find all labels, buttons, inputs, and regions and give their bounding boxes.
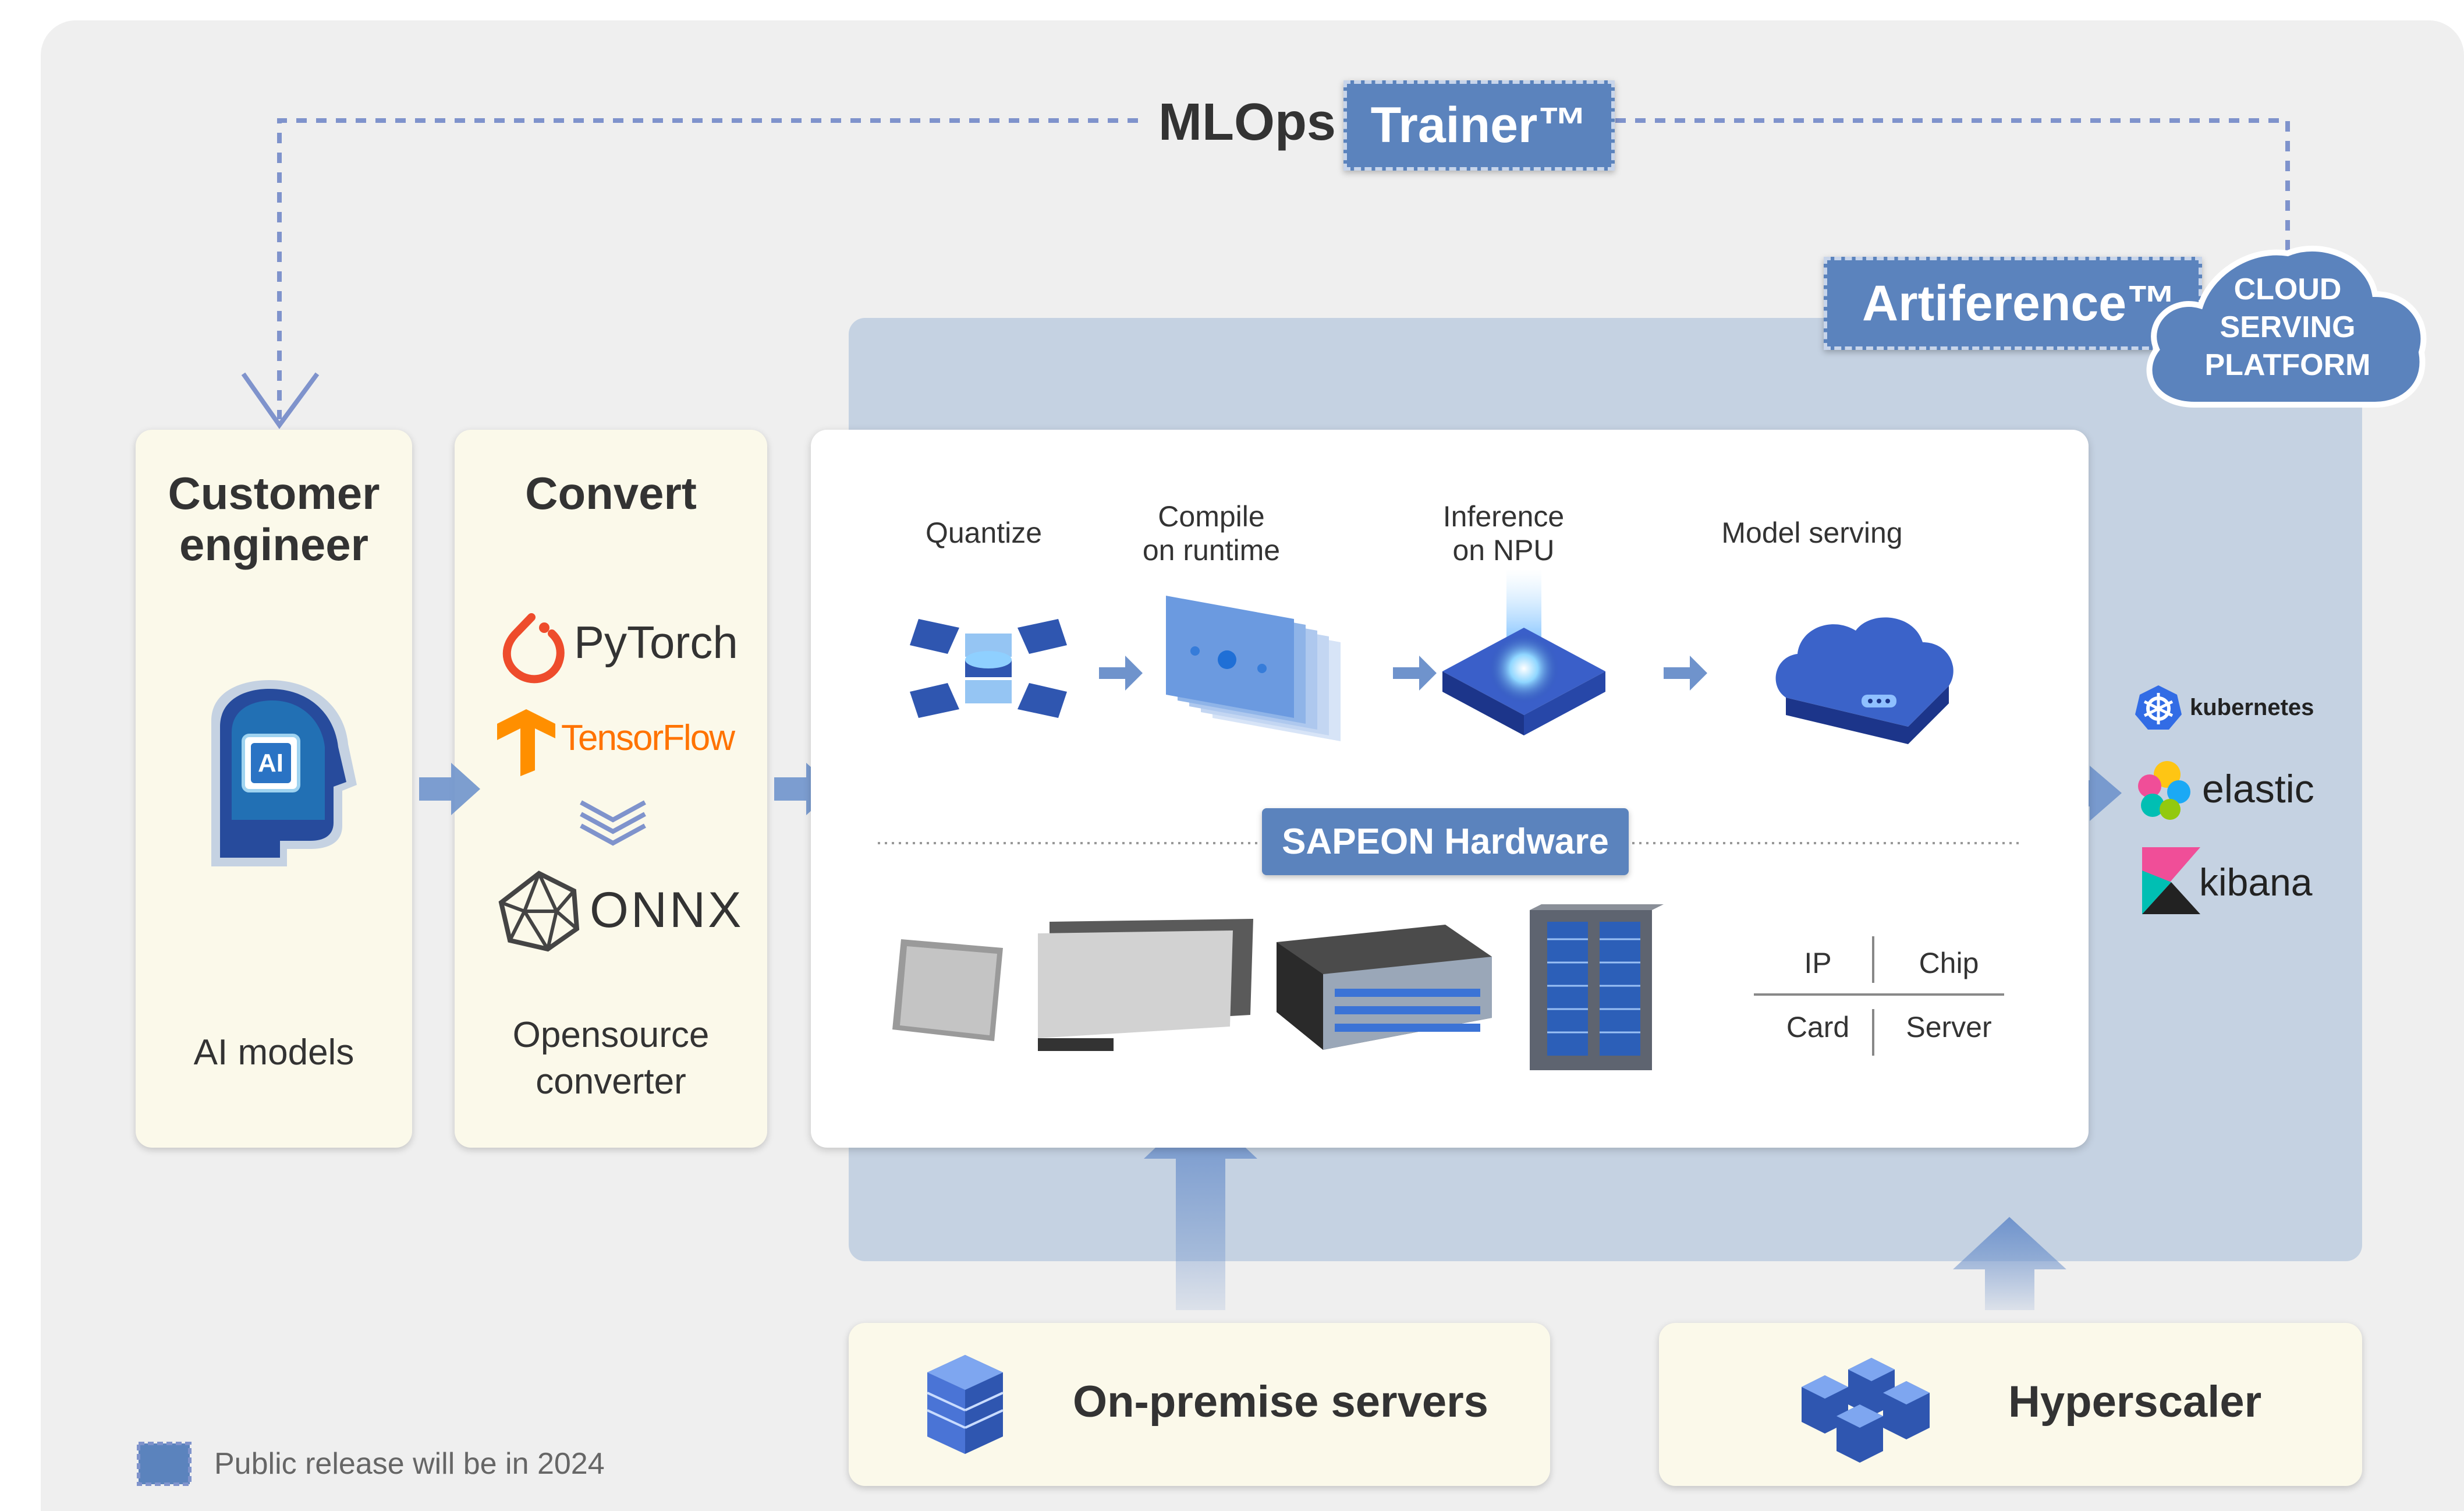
arrow-step-1: [1099, 656, 1143, 691]
hardware-server: Server: [1906, 1011, 1992, 1043]
kubernetes-icon: [2135, 685, 2182, 730]
hyperscaler-box: Hyperscaler: [1659, 1323, 2362, 1486]
hardware-separator: [878, 842, 2019, 844]
sapeon-hardware-label: SAPEON Hardware: [1262, 808, 1629, 875]
cloud-line-1: CLOUD: [2233, 273, 2342, 306]
step-inference-label: Inference on NPU: [1416, 500, 1591, 567]
tensorflow-label: TensorFlow: [561, 718, 735, 758]
onpremise-box: On-premise servers: [849, 1323, 1550, 1486]
step-compile-line2: on runtime: [1142, 534, 1281, 567]
chip-image: [892, 939, 1003, 1041]
cloud-line-2: SERVING: [2220, 310, 2356, 344]
step-serving-label: Model serving: [1721, 516, 1903, 549]
hardware-grid-lines: [1754, 936, 2004, 1056]
elastic-icon: [2138, 761, 2190, 820]
rack-image: [1530, 904, 1664, 1070]
quantize-icon: [910, 619, 1067, 718]
kibana-label: kibana: [2199, 861, 2313, 904]
customer-title-line1: Customer: [168, 468, 380, 519]
customer-caption: AI models: [193, 1032, 354, 1073]
onnx-icon: [498, 870, 580, 952]
mlops-label: MLOps: [1158, 93, 1336, 151]
server-image: [1277, 925, 1492, 1050]
convert-box: Convert PyTorch TensorFlow ONNX Opensour…: [455, 430, 767, 1148]
hardware-ip: IP: [1804, 947, 1832, 979]
step-quantize-label: Quantize: [925, 516, 1043, 549]
server-stack-icon: [927, 1355, 1004, 1454]
convert-title: Convert: [525, 468, 697, 519]
legend-swatch: [137, 1442, 192, 1486]
step-inference-line2: on NPU: [1452, 534, 1555, 567]
tensorflow-icon: [497, 709, 555, 776]
convert-caption: Opensource converter: [455, 1012, 767, 1105]
customer-engineer-box: Customer engineer AI AI models: [136, 430, 412, 1148]
kubernetes-label: kubernetes: [2190, 695, 2314, 720]
arrow-customer-to-convert: [419, 763, 480, 815]
pytorch-icon: [502, 613, 565, 684]
onpremise-label: On-premise servers: [1073, 1377, 1488, 1427]
compile-icon: [1166, 596, 1341, 741]
pipeline-card: Quantize Compile on runtime Inference on…: [811, 430, 2089, 1148]
step-inference-line1: Inference: [1442, 500, 1565, 533]
legend-text: Public release will be in 2024: [214, 1447, 605, 1481]
cloud-line-3: PLATFORM: [2204, 348, 2371, 382]
inference-npu-icon: [1442, 569, 1605, 735]
hardware-card: Card: [1786, 1011, 1850, 1043]
hyperscaler-label: Hyperscaler: [2008, 1377, 2262, 1427]
step-compile-line1: Compile: [1158, 500, 1265, 533]
datacenter-icon: [1802, 1358, 1930, 1463]
onnx-label: ONNX: [590, 882, 744, 938]
trainer-tag: Trainer™: [1343, 80, 1615, 171]
chevrons-down-icon: [580, 800, 646, 846]
hardware-chip: Chip: [1919, 947, 1979, 979]
customer-title: Customer engineer: [136, 468, 412, 570]
arrow-onpremise-up: [1144, 1105, 1257, 1310]
model-serving-icon: [1775, 617, 1954, 744]
customer-title-line2: engineer: [179, 519, 369, 570]
ai-head-icon: AI: [211, 680, 357, 866]
card-image: [1038, 919, 1253, 1051]
pytorch-label: PyTorch: [574, 617, 738, 668]
arrow-step-2: [1393, 656, 1437, 691]
arrow-step-3: [1664, 656, 1707, 691]
artiference-tag: Artiference™: [1824, 257, 2202, 350]
cloud-icon: [2146, 245, 2427, 408]
cloud-text: CLOUD SERVING PLATFORM: [2154, 271, 2422, 384]
step-compile-label: Compile on runtime: [1124, 500, 1299, 567]
elastic-label: elastic: [2202, 767, 2314, 811]
convert-caption-line1: Opensource: [512, 1015, 710, 1055]
kibana-icon: [2142, 847, 2200, 914]
arrow-platform-to-tools: [2058, 766, 2122, 821]
convert-caption-line2: converter: [536, 1061, 686, 1102]
arrow-hyperscaler-up: [1953, 1217, 2066, 1310]
ai-chip-text: AI: [258, 749, 283, 777]
